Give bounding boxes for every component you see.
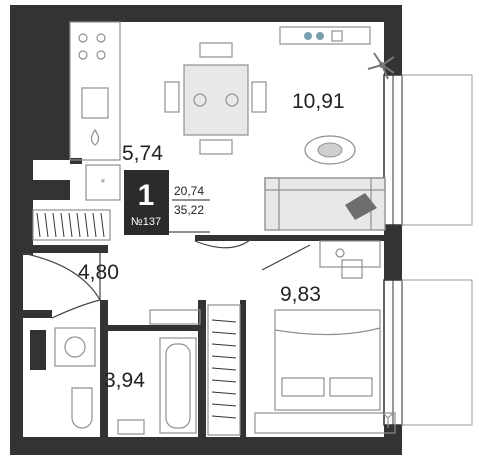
bedroom-wardrobe [207, 304, 241, 436]
exterior-walls [10, 5, 402, 455]
kitchen-counter: * [30, 21, 121, 241]
svg-text:*: * [101, 176, 106, 190]
plant-icon [367, 52, 395, 80]
plant-icon-bedroom [381, 411, 395, 428]
apartment-badge: 1 №137 20,74 35,22 [124, 170, 210, 235]
apartment-number: №137 [131, 216, 161, 228]
tv-shelf [279, 26, 371, 45]
boiler-icon [85, 164, 121, 201]
bathroom-area: 3,94 [104, 369, 145, 392]
kitchen-area: 5,74 [122, 142, 163, 165]
water-drop-icon [90, 128, 100, 146]
sofa [264, 177, 386, 231]
washbasin-icon [117, 419, 145, 435]
sink-icon [81, 87, 109, 119]
rooms-count: 1 [138, 179, 155, 212]
bathroom-fixtures [30, 309, 201, 435]
living-kitchen-area: 10,91 [292, 90, 345, 113]
door-arcs [21, 239, 311, 319]
living-area-value: 20,74 [174, 184, 204, 198]
bed [254, 309, 396, 434]
bathtub-icon [159, 337, 197, 434]
wardrobe-hatched [32, 209, 111, 241]
washing-machine-icon [54, 327, 96, 367]
desk [319, 240, 381, 279]
hall-area: 4,80 [78, 261, 119, 284]
window-living [383, 74, 473, 226]
round-rug [304, 135, 356, 165]
dining-table [164, 42, 267, 155]
cooktop-icon [78, 33, 106, 60]
window-bedroom [383, 279, 473, 426]
toilet-icon [71, 387, 93, 429]
interior-walls [22, 158, 385, 437]
total-area-value: 35,22 [174, 203, 204, 217]
bedroom-area: 9,83 [280, 283, 321, 306]
